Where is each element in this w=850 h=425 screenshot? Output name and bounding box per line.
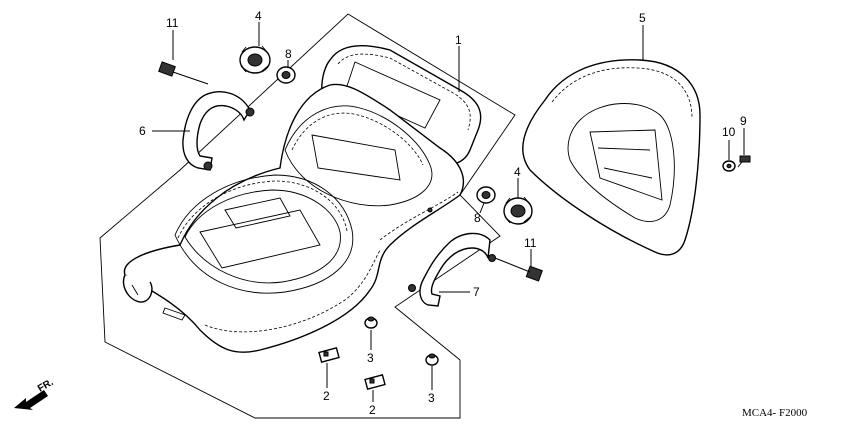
grab-handle-part-7 xyxy=(408,232,496,307)
callout-11-top: 11 xyxy=(166,16,179,30)
callout-7: 7 xyxy=(473,285,480,299)
callout-2-left: 2 xyxy=(323,389,330,403)
callout-8-right: 8 xyxy=(474,211,481,225)
bolt-part-11-right xyxy=(494,257,543,282)
seat-assembly-boundary xyxy=(99,13,516,419)
callout-2-right: 2 xyxy=(369,403,376,417)
callout-3-right: 3 xyxy=(428,391,435,405)
rubber-part-3-right xyxy=(425,353,439,366)
screw-part-9 xyxy=(737,155,751,168)
rubber-part-3-center xyxy=(364,316,378,329)
backrest-part-5 xyxy=(522,59,701,256)
washer-part-10 xyxy=(722,160,736,172)
front-arrow-icon xyxy=(14,390,48,410)
callout-8-top: 8 xyxy=(285,47,292,61)
grab-handle-part-6 xyxy=(182,91,255,171)
grommet-part-8-right xyxy=(476,186,496,204)
seat-part-1 xyxy=(122,45,482,353)
callout-11-right: 11 xyxy=(524,236,537,250)
callout-9: 9 xyxy=(740,114,747,128)
grommet-part-8-top xyxy=(276,66,296,84)
callout-10: 10 xyxy=(722,125,736,139)
bolt-part-11-top xyxy=(158,61,209,85)
callout-6: 6 xyxy=(139,124,146,138)
callout-4-top: 4 xyxy=(255,9,262,23)
clip-part-2-left xyxy=(318,346,340,364)
callout-5: 5 xyxy=(639,11,646,25)
callout-3-center: 3 xyxy=(367,351,374,365)
clip-part-2-right xyxy=(364,373,386,391)
front-label: FR. xyxy=(36,377,56,395)
callout-1: 1 xyxy=(455,33,462,47)
knob-part-4-right xyxy=(503,196,533,225)
knob-part-4-top xyxy=(239,45,271,74)
leader-lines xyxy=(152,22,745,402)
diagram-code: MCA4- F2000 xyxy=(742,407,808,419)
callout-4-right: 4 xyxy=(514,165,521,179)
